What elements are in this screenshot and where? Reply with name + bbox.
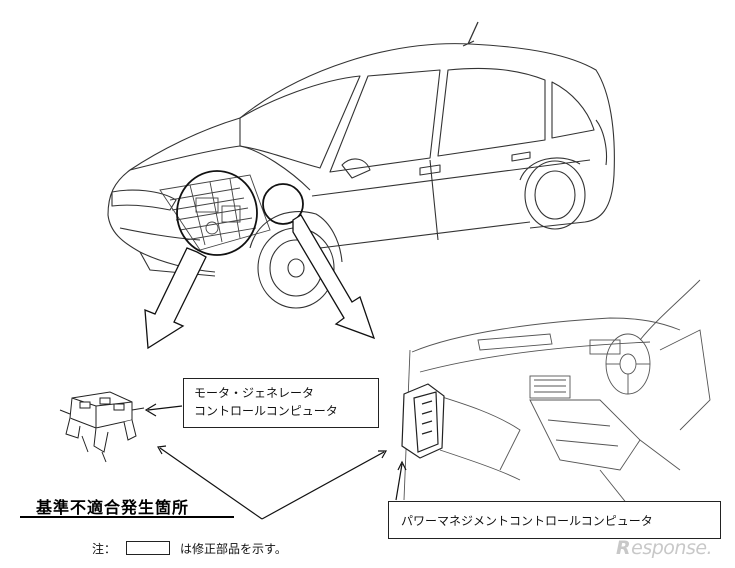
note-prefix: 注： bbox=[92, 541, 117, 556]
heading-underline bbox=[20, 516, 234, 518]
legend-note: 注： は修正部品を示す。 bbox=[92, 538, 287, 558]
engine-callout-arrow bbox=[144, 247, 207, 350]
motor-generator-label-line2: コントロールコンピュータ bbox=[194, 404, 338, 418]
watermark-text: esponse. bbox=[631, 537, 713, 559]
label-pointers bbox=[144, 403, 407, 520]
engine-bay-illustration bbox=[159, 174, 271, 251]
dash-callout-circle bbox=[262, 183, 304, 225]
engine-callout-circle bbox=[176, 170, 258, 256]
motor-generator-label: モータ・ジェネレータ コントロールコンピュータ bbox=[183, 378, 379, 428]
power-management-module-illustration bbox=[401, 383, 445, 459]
response-watermark: R esponse. bbox=[616, 537, 713, 559]
car-illustration bbox=[107, 21, 615, 309]
note-suffix: は修正部品を示す。 bbox=[180, 541, 287, 556]
watermark-logo-mark: R bbox=[616, 537, 631, 559]
motor-generator-module-illustration bbox=[59, 391, 145, 463]
dash-callout-arrow bbox=[292, 214, 376, 340]
note-swatch bbox=[126, 541, 171, 555]
dashboard-illustration bbox=[403, 279, 711, 521]
motor-generator-label-line1: モータ・ジェネレータ bbox=[194, 386, 315, 400]
power-management-label-text: パワーマネジメントコントロールコンピュータ bbox=[401, 514, 653, 528]
nonconformity-heading: 基準不適合発生箇所 bbox=[36, 498, 190, 517]
power-management-label: パワーマネジメントコントロールコンピュータ bbox=[388, 501, 721, 539]
